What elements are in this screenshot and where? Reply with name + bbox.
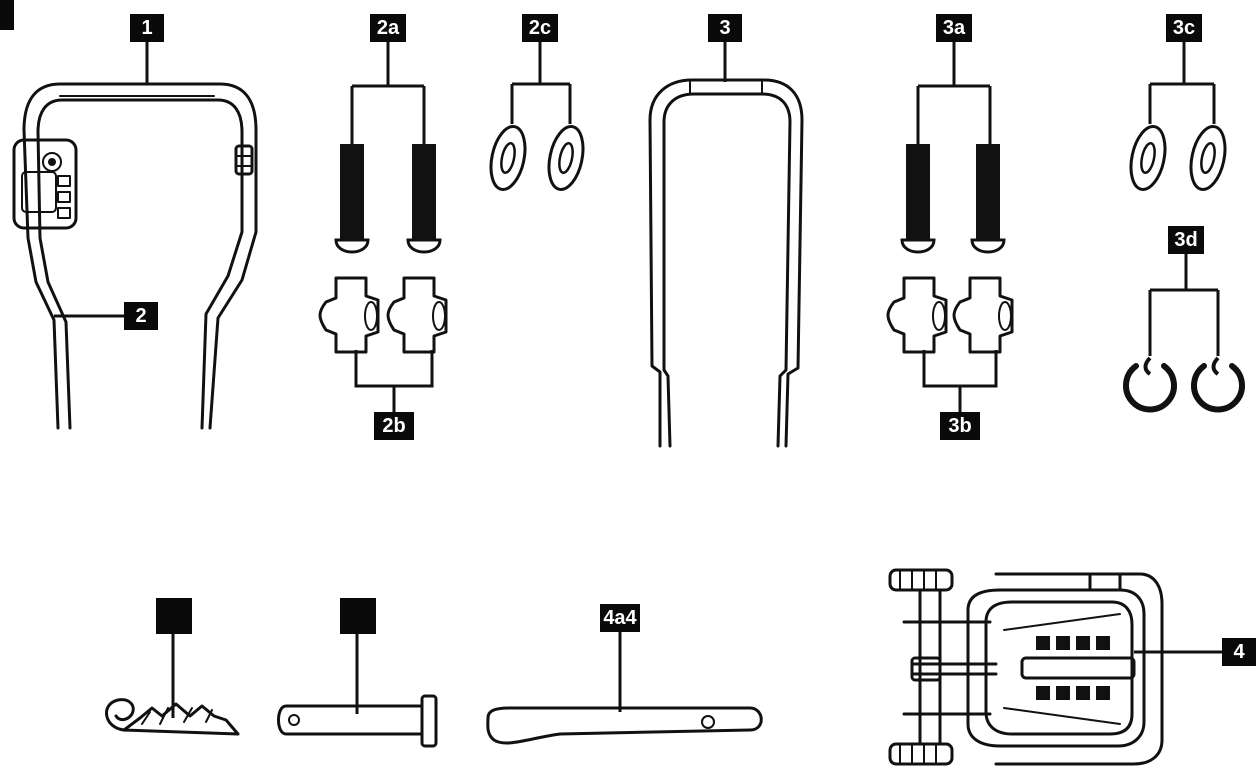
callout-3a: 3a bbox=[936, 14, 972, 42]
knobs-2b-drawing bbox=[318, 276, 448, 412]
callout-2a: 2a bbox=[370, 14, 406, 42]
callout-3: 3 bbox=[708, 14, 742, 42]
washers-2c-drawing bbox=[489, 42, 585, 191]
callout-2b: 2b bbox=[374, 412, 414, 440]
stick-4a-drawing bbox=[486, 632, 763, 745]
bolts-2a-drawing bbox=[334, 42, 442, 254]
corner-mark bbox=[0, 0, 14, 30]
callout-3c: 3c bbox=[1166, 14, 1202, 42]
callout-2c: 2c bbox=[522, 14, 558, 42]
washers-3c-drawing bbox=[1129, 42, 1227, 191]
mower-body-drawing bbox=[888, 568, 1222, 766]
callout-1: 1 bbox=[130, 14, 164, 42]
callout-4a: 4a4 bbox=[600, 604, 640, 632]
callout-2: 2 bbox=[124, 302, 158, 330]
bolts-3a-drawing bbox=[900, 42, 1006, 254]
cable-clips-3d-drawing bbox=[1123, 254, 1245, 413]
clevis-pin-drawing bbox=[277, 632, 438, 748]
callout-blank-clip bbox=[156, 598, 192, 634]
middle-handle-drawing bbox=[648, 42, 804, 448]
r-clip-drawing bbox=[105, 632, 240, 736]
upper-handle-drawing bbox=[12, 82, 258, 430]
knobs-3b-drawing bbox=[886, 276, 1014, 412]
callout-blank-pin bbox=[340, 598, 376, 634]
callout-3d: 3d bbox=[1168, 226, 1204, 254]
callout-4: 4 bbox=[1222, 638, 1256, 666]
callout-3b: 3b bbox=[940, 412, 980, 440]
